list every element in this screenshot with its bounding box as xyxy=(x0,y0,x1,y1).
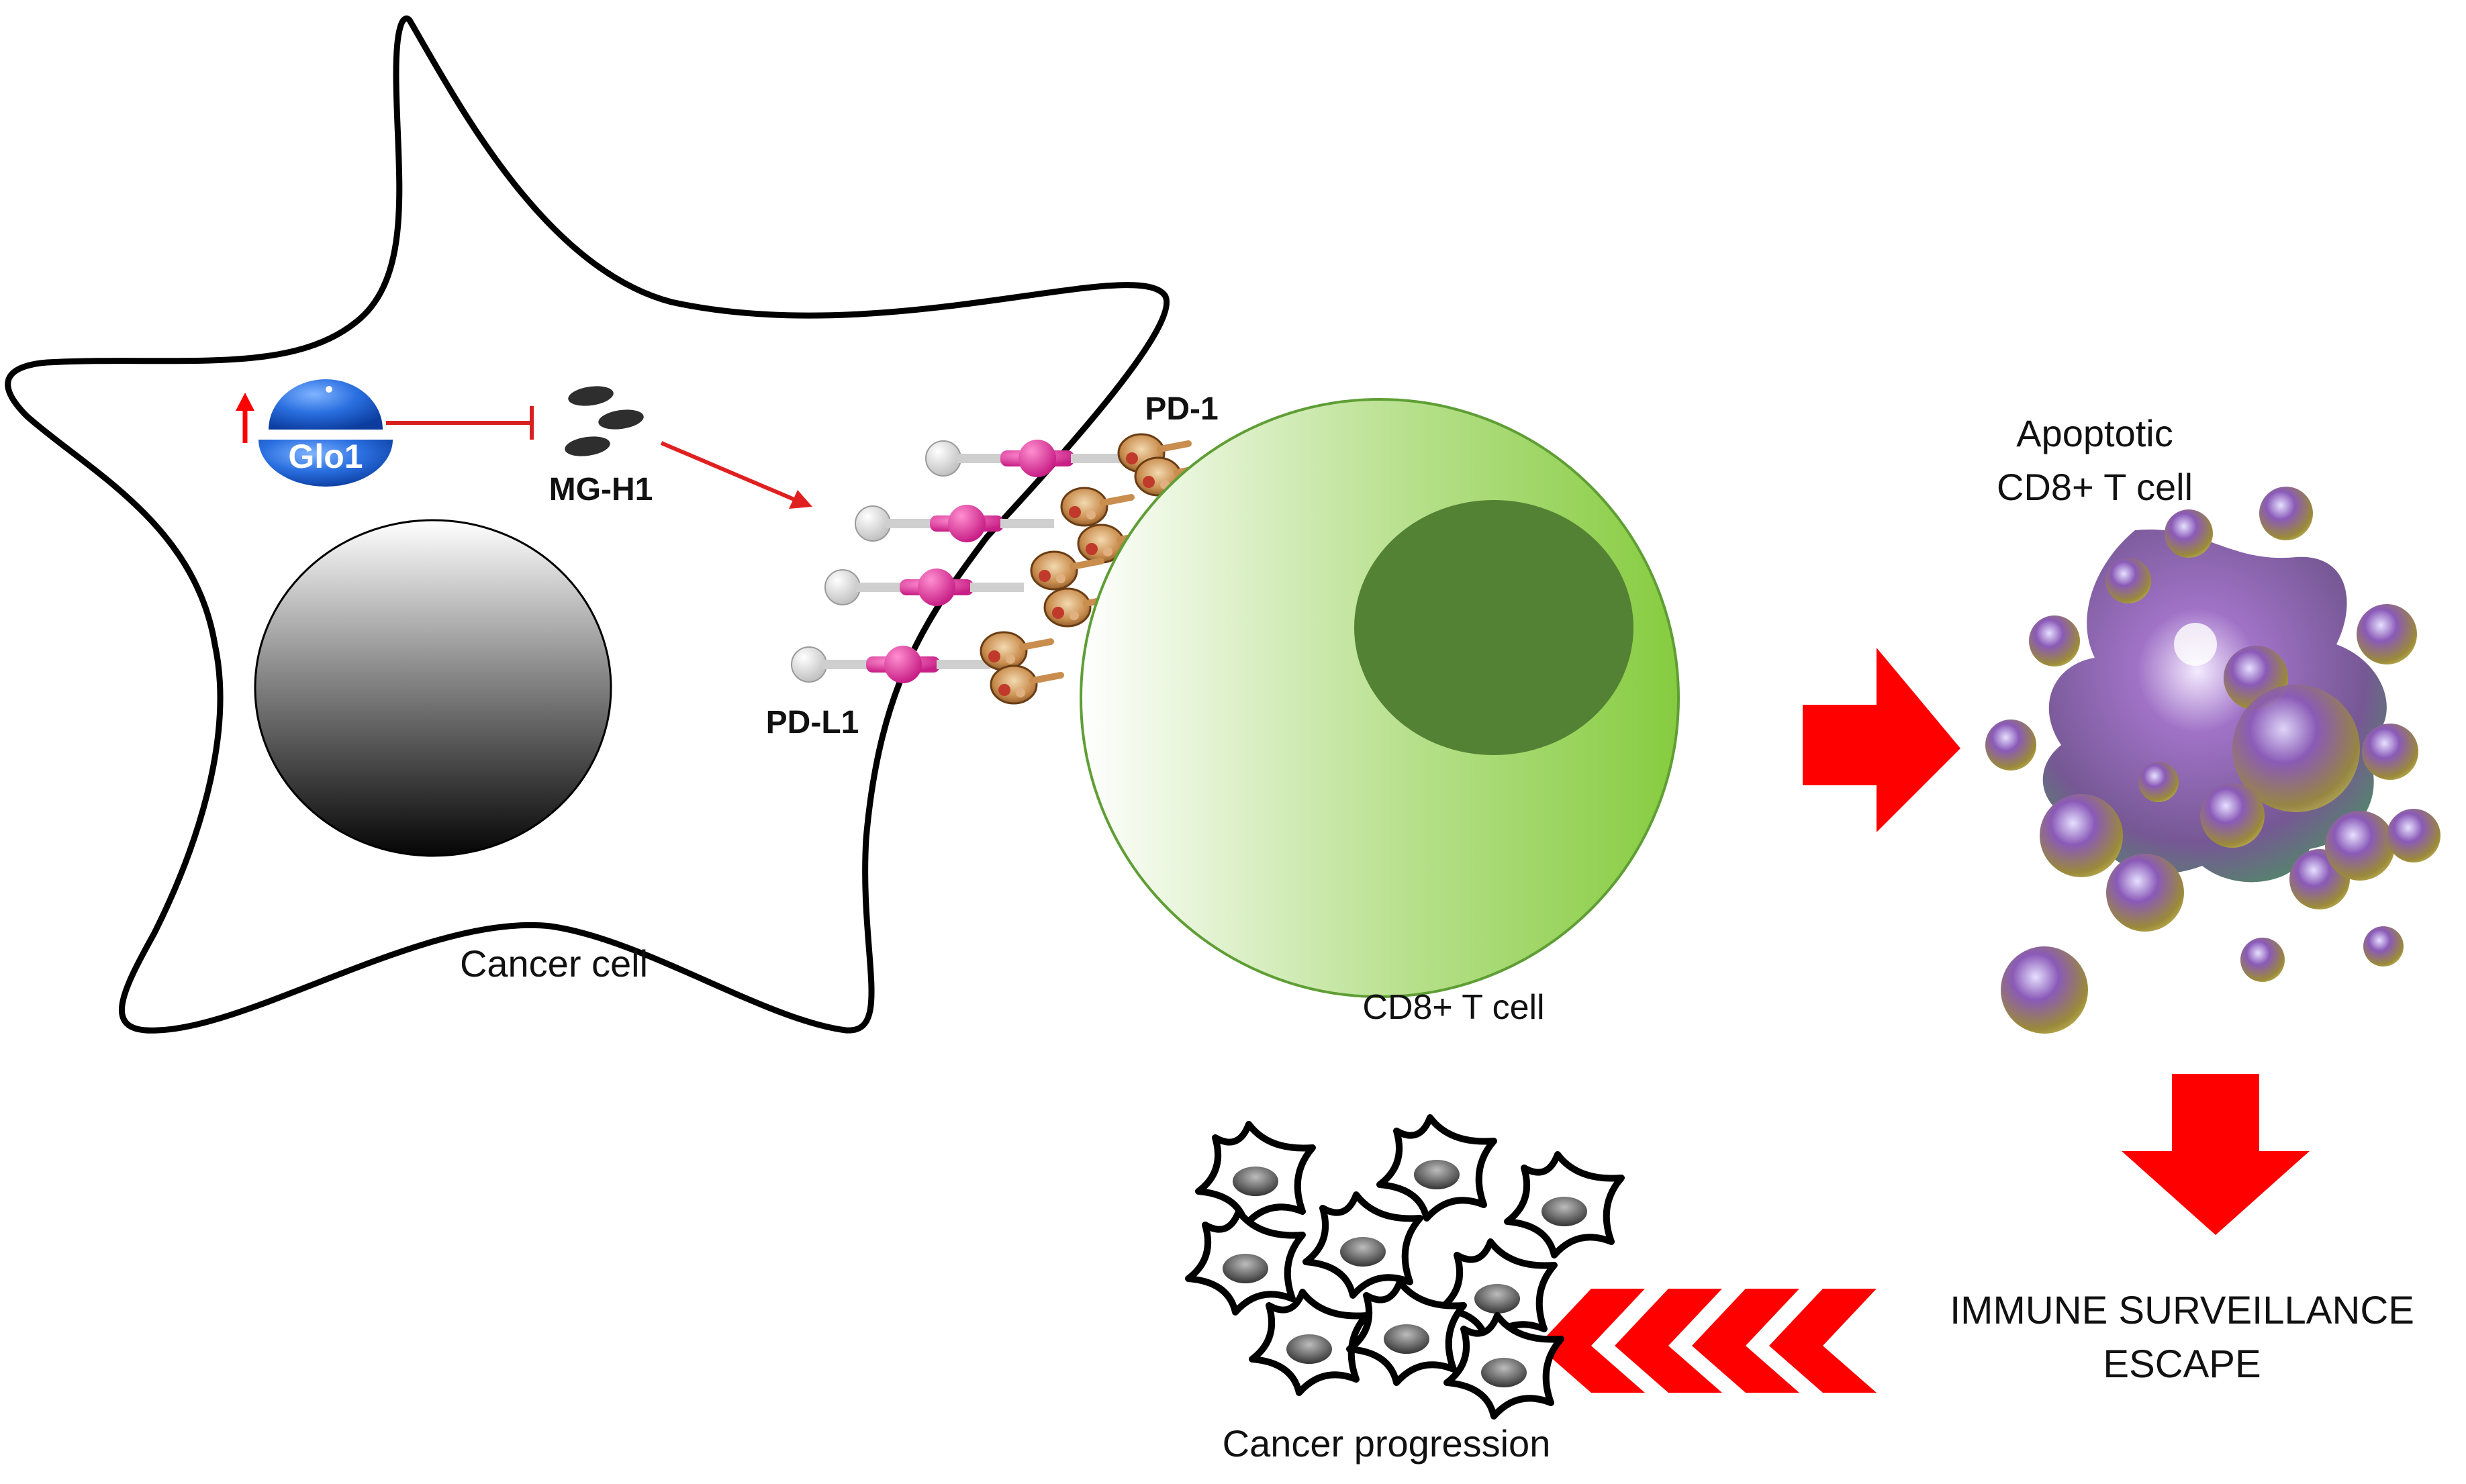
t-cell-nucleus xyxy=(1354,500,1633,755)
apoptotic-bodies xyxy=(1985,487,2440,1034)
chevron-arrows-to-progression xyxy=(1537,1289,1877,1393)
cancer-progression-label: Cancer progression xyxy=(1223,1422,1551,1465)
mg-h1-to-pd-l1-arrow xyxy=(660,441,812,509)
immune-escape-line1: IMMUNE SURVEILLANCE xyxy=(1950,1289,2414,1332)
pd-1-label: PD-1 xyxy=(1145,391,1218,427)
immune-escape-line2: ESCAPE xyxy=(2103,1342,2261,1386)
apoptotic-label-line1: Apoptotic xyxy=(2016,412,2173,454)
mg-h1-molecules: MG-H1 xyxy=(549,386,653,507)
arrow-to-apoptosis xyxy=(1803,648,1960,832)
glo1-protein: Glo1 xyxy=(236,379,393,487)
cd8-t-cell: CD8+ T cell xyxy=(1080,398,1680,1027)
pd-l1-pd-1-complexes: PD-1 PD-L1 xyxy=(766,391,1219,740)
pd-l1-label: PD-L1 xyxy=(766,705,859,740)
glo1-inhibits-mg-h1 xyxy=(386,406,534,440)
apoptotic-t-cell: Apoptotic CD8+ T cell xyxy=(1985,412,2440,1034)
cd8-t-cell-label: CD8+ T cell xyxy=(1362,988,1544,1027)
arrow-to-immune-escape xyxy=(2122,1074,2310,1235)
cancer-cell: Cancer cell xyxy=(5,15,1170,1034)
glo1-label: Glo1 xyxy=(288,438,363,475)
apoptotic-label-line2: CD8+ T cell xyxy=(1997,466,2193,508)
cancer-cell-label: Cancer cell xyxy=(460,942,648,985)
mg-h1-label: MG-H1 xyxy=(549,472,653,507)
cancer-cell-nucleus xyxy=(254,519,612,857)
cancer-cell-cluster: Cancer progression xyxy=(1188,1118,1621,1465)
